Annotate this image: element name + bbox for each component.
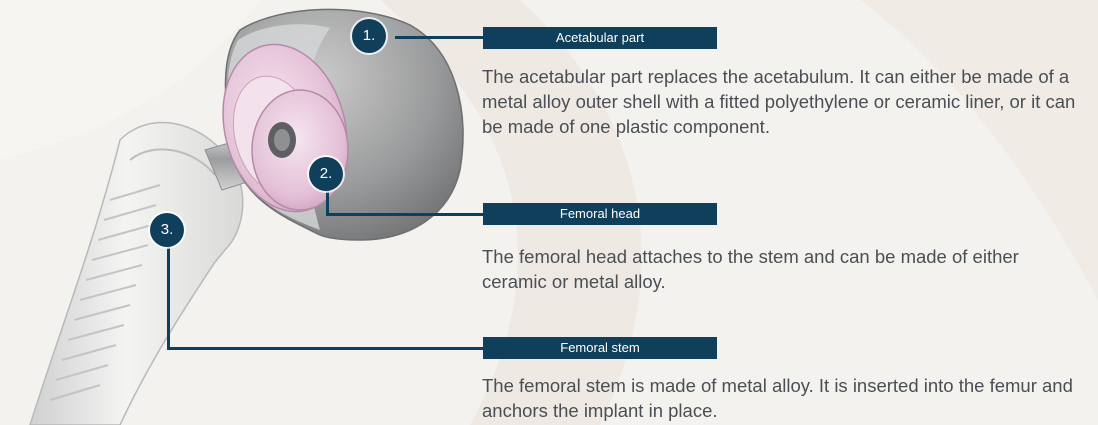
femoral-head-shape <box>252 90 348 210</box>
marker-3: 3. <box>150 213 184 247</box>
description-femoral-stem: The femoral stem is made of metal alloy.… <box>482 373 1082 423</box>
femoral-stem-shape <box>30 123 243 425</box>
leader-line-1 <box>395 36 487 39</box>
leader-line-3-horizontal <box>167 347 487 350</box>
marker-2: 2. <box>309 157 343 191</box>
leader-line-3-vertical <box>167 246 170 350</box>
label-femoral-head: Femoral head <box>483 203 717 225</box>
description-acetabular-part: The acetabular part replaces the acetabu… <box>482 64 1082 139</box>
marker-1: 1. <box>352 19 386 53</box>
leader-line-2-horizontal <box>326 213 487 216</box>
label-femoral-stem: Femoral stem <box>483 337 717 359</box>
label-acetabular-part: Acetabular part <box>483 27 717 49</box>
description-femoral-head: The femoral head attaches to the stem an… <box>482 244 1082 294</box>
